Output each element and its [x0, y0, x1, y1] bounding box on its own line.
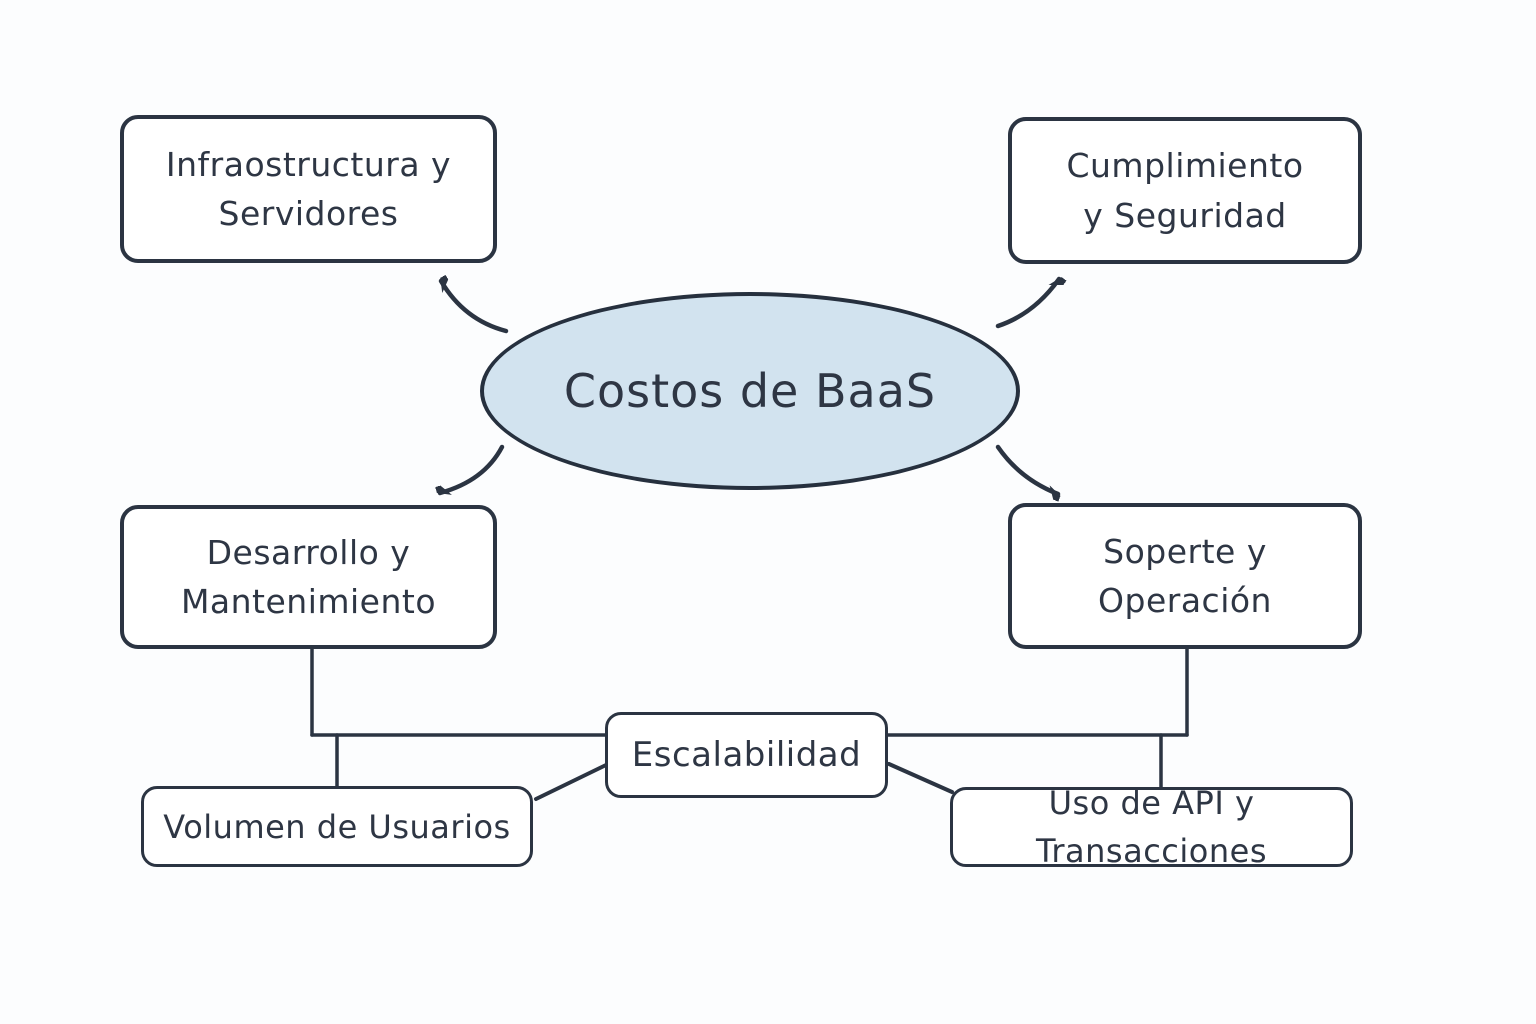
node-infraestructura-servidores: Infraostructura y Servidores — [120, 115, 497, 263]
node-uso-api-label: Uso de API y Transacciones — [1036, 784, 1267, 870]
node-costos-de-baas-label: Costos de BaaS — [563, 364, 937, 418]
arrow-center-to-soporte — [995, 444, 1058, 494]
line-escalabilidad-to-uso-api-diagonal — [887, 762, 954, 794]
arrow-center-to-infraestructura — [441, 281, 509, 334]
node-desarrollo-mantenimiento: Desarrollo y Mantenimiento — [120, 505, 497, 649]
node-soporte-operacion: Soperte y Operación — [1008, 503, 1362, 649]
node-cumplimiento-seguridad: Cumplimiento y Seguridad — [1008, 117, 1362, 264]
node-volumen-usuarios: Volumen de Usuarios — [141, 786, 533, 867]
node-cumplimiento-line2: y Seguridad — [1083, 195, 1287, 235]
node-desarrollo-line1: Desarrollo y — [206, 532, 411, 572]
node-escalabilidad: Escalabilidad — [605, 712, 888, 798]
node-desarrollo-line2: Mantenimiento — [180, 582, 437, 621]
node-escalabilidad-label: Escalabilidad — [631, 734, 862, 775]
node-infraestructura-line1: Infraostructura y — [165, 144, 452, 184]
arrow-center-to-desarrollo — [440, 444, 505, 496]
node-soporte-line2: Operación — [1098, 581, 1272, 620]
node-soporte-line1: Soperte y — [1103, 531, 1267, 571]
node-cumplimiento-line1: Cumplimiento — [1066, 146, 1304, 185]
node-infraestructura-line2: Servidores — [218, 194, 399, 233]
line-volumen-to-escalabilidad-diagonal — [534, 763, 608, 801]
node-uso-api-transacciones: Uso de API y Transacciones — [950, 784, 1353, 870]
arrow-center-to-cumplimiento — [995, 279, 1059, 329]
node-costos-de-baas: Costos de BaaS — [480, 292, 1020, 490]
node-volumen-label: Volumen de Usuarios — [163, 807, 511, 846]
